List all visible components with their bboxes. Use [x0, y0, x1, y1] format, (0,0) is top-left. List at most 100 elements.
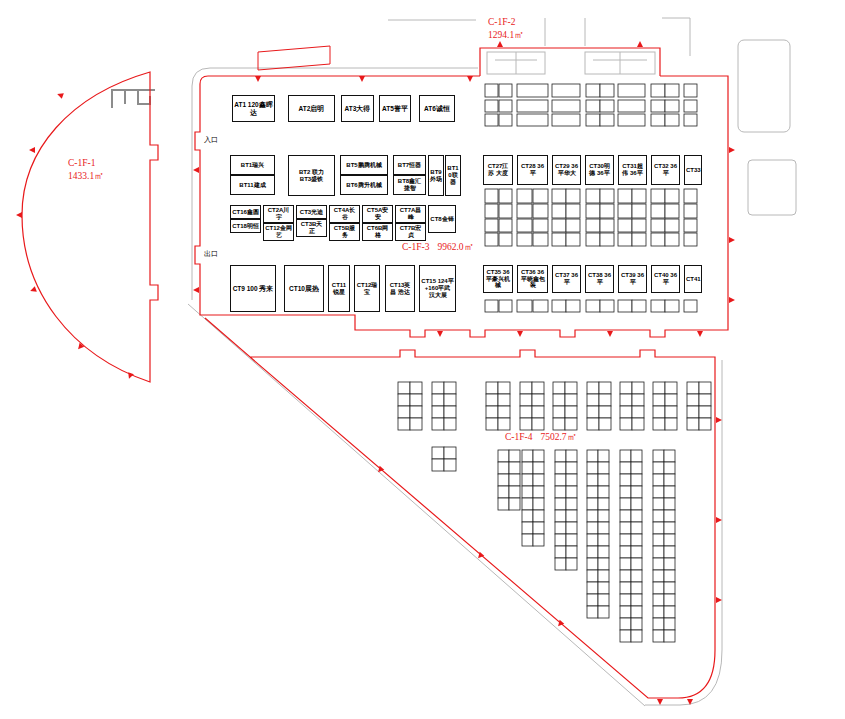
booth-cell: [485, 233, 498, 246]
booth-cell: [587, 606, 598, 618]
door-marker: [517, 331, 523, 337]
booth-cell: [653, 486, 664, 498]
booth-cell: [522, 510, 533, 522]
booth-box: CT39 36 平: [618, 265, 647, 293]
building-outline: [188, 18, 796, 706]
booth-cell: [620, 558, 631, 570]
booth-cell: [598, 546, 609, 558]
booth-cell: [565, 418, 577, 430]
booth-cell: [522, 522, 533, 534]
booth-cell: [664, 546, 675, 558]
booth-cell: [620, 522, 631, 534]
booth-cell: [587, 382, 599, 394]
booth-cell: [566, 462, 577, 474]
booth-box: BT1瑞兴: [230, 155, 275, 175]
booth-cell: [665, 300, 679, 312]
booth-label: AT5誉平: [381, 105, 409, 112]
booth-cell: [684, 189, 697, 203]
door-label: 出口: [204, 250, 218, 259]
booth-cell: [631, 630, 642, 642]
booth-cell: [587, 546, 598, 558]
booth-cell: [620, 418, 632, 430]
floor-zone: C-1F-47502.7㎡: [198, 314, 720, 706]
door-marker: [556, 620, 564, 628]
booth-cell: [522, 486, 533, 498]
booth-label: CT5B服务: [331, 225, 358, 239]
booth-cell: [653, 534, 664, 546]
booth-cell: [664, 498, 675, 510]
booth-cell: [552, 204, 566, 218]
zone-caption: C-1F-21294.1㎡: [488, 17, 524, 42]
booth-cell: [684, 204, 697, 218]
floor-zone: C-1F-11433.1㎡: [16, 66, 164, 388]
booth-cell: [665, 114, 679, 126]
booth-label: CT12瑞宝: [356, 282, 378, 296]
floor-zone: C-1F-21294.1㎡: [478, 14, 662, 80]
booth-cell: [533, 189, 548, 203]
booth-cell: [555, 486, 566, 498]
booth-cell: [566, 546, 577, 558]
booth-cell: [618, 233, 632, 246]
door-marker: [255, 76, 261, 82]
service-room: [495, 52, 647, 74]
booth-cell: [520, 406, 532, 418]
booth-cell: [632, 418, 644, 430]
booth-cell: [517, 114, 548, 126]
booth-cell: [631, 618, 642, 630]
booth-cell: [687, 418, 699, 430]
booth-cell: [653, 630, 664, 642]
booth-cell: [620, 450, 631, 462]
booth-box: CT16鑫圆: [230, 205, 261, 219]
booth-cell: [565, 394, 577, 406]
booth-cell: [517, 233, 532, 246]
booth-cell: [552, 84, 580, 97]
booth-box: AT1 120鑫晖达: [232, 95, 275, 122]
door-marker: [729, 237, 735, 243]
booth-cell: [598, 534, 609, 546]
booth-cell: [651, 233, 665, 246]
zone-caption: C-1F-11433.1㎡: [68, 158, 104, 183]
booth-cell: [664, 570, 675, 582]
booth-cell: [618, 300, 632, 312]
booth-cell: [631, 474, 642, 486]
booth-cell: [486, 394, 498, 406]
booth-cell: [533, 233, 548, 246]
booth-cell: [620, 534, 631, 546]
booth-cell: [598, 450, 609, 462]
booth-cell: [522, 462, 533, 474]
door-marker: [16, 212, 22, 218]
booth-cell: [586, 100, 600, 112]
booth-cell: [632, 233, 646, 246]
booth-cell: [486, 382, 498, 394]
booth-cell: [699, 418, 711, 430]
door-marker: [193, 167, 199, 173]
zone-wall: [22, 72, 158, 382]
booth-cell: [598, 558, 609, 570]
booth-cell: [664, 594, 675, 606]
door-marker: [607, 331, 613, 337]
booth-cell: [684, 233, 697, 246]
booth-cell: [599, 418, 611, 430]
booth-box: CT2A川宇: [263, 205, 294, 223]
booth-cell: [498, 462, 509, 474]
booth-cell: [699, 394, 711, 406]
booth-cell: [653, 582, 664, 594]
booth-box: CT15 124平+160平武 汉大展: [419, 265, 456, 312]
booth-cell: [653, 498, 664, 510]
booth-cell: [599, 406, 611, 418]
booth-label: CT7A昌峰: [397, 207, 424, 221]
booth-label: CT38 36 平: [587, 272, 612, 286]
booth-label: CT16鑫圆: [232, 209, 259, 216]
booth-cell: [600, 204, 614, 218]
booth-cell: [587, 522, 598, 534]
door-marker: [29, 286, 37, 294]
zone-wall: [480, 48, 660, 76]
booth-cell: [555, 510, 566, 522]
booth-cell: [631, 570, 642, 582]
booth-cell: [586, 204, 600, 218]
booth-cell: [665, 219, 679, 232]
door-marker: [637, 41, 643, 47]
booth-cell: [684, 84, 697, 97]
booth-cell: [499, 84, 512, 97]
booth-grid: [398, 84, 711, 642]
